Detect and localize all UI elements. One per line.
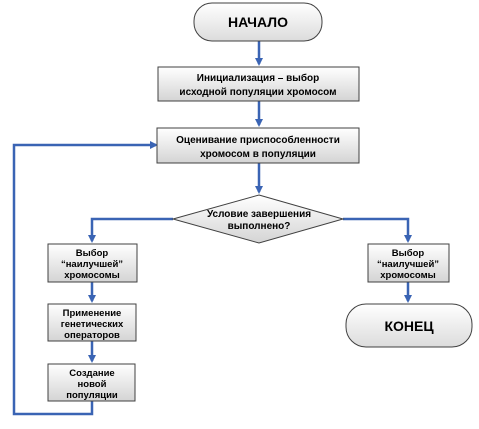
condition-line1: Условие завершения: [207, 209, 311, 220]
select-left-line2: “наилучшей”: [61, 259, 123, 270]
condition-line2: выполнено?: [228, 221, 291, 232]
start-terminal: НАЧАЛО: [193, 2, 323, 42]
connectors: [12, 41, 412, 416]
new-population-line3: популяции: [66, 390, 118, 401]
select-left-line3: хромосомы: [64, 270, 119, 281]
evaluate-box: Оценивание приспособленности хромосом в …: [156, 127, 360, 164]
evaluate-line1: Оценивание приспособленности: [176, 134, 340, 146]
new-population-line1: Создание: [69, 368, 114, 379]
end-terminal: КОНЕЦ: [345, 303, 473, 348]
arrow-condition-to-select-right: [343, 217, 412, 243]
end-label: КОНЕЦ: [384, 318, 434, 334]
new-population-box: Создание новой популяции: [47, 363, 136, 402]
select-left-box: Выбор “наилучшей” хромосомы: [47, 243, 138, 283]
select-left-line1: Выбор: [76, 248, 109, 259]
condition-diamond: Условие завершения выполнено?: [171, 194, 345, 244]
start-label: НАЧАЛО: [228, 14, 288, 30]
evaluate-line2: хромосом в популяции: [200, 149, 316, 160]
genetic-ops-line3: операторов: [64, 330, 120, 341]
select-right-box: Выбор “наилучшей” хромосомы: [367, 243, 450, 283]
arrow-condition-to-select-left: [88, 217, 173, 243]
init-box: Инициализация – выбор исходной популяции…: [157, 66, 360, 102]
new-population-line2: новой: [78, 379, 107, 390]
arrow-loop-back-to-evaluate: [12, 141, 158, 416]
select-right-line3: хромосомы: [380, 270, 435, 281]
init-line2: исходной популяции хромосом: [179, 87, 336, 98]
genetic-ops-box: Применение генетических операторов: [47, 303, 137, 342]
genetic-ops-line2: генетических: [61, 319, 124, 330]
genetic-ops-line1: Применение: [63, 308, 122, 319]
select-right-line2: “наилучшей”: [377, 259, 439, 270]
init-line1: Инициализация – выбор: [197, 72, 319, 84]
select-right-line1: Выбор: [392, 248, 425, 259]
